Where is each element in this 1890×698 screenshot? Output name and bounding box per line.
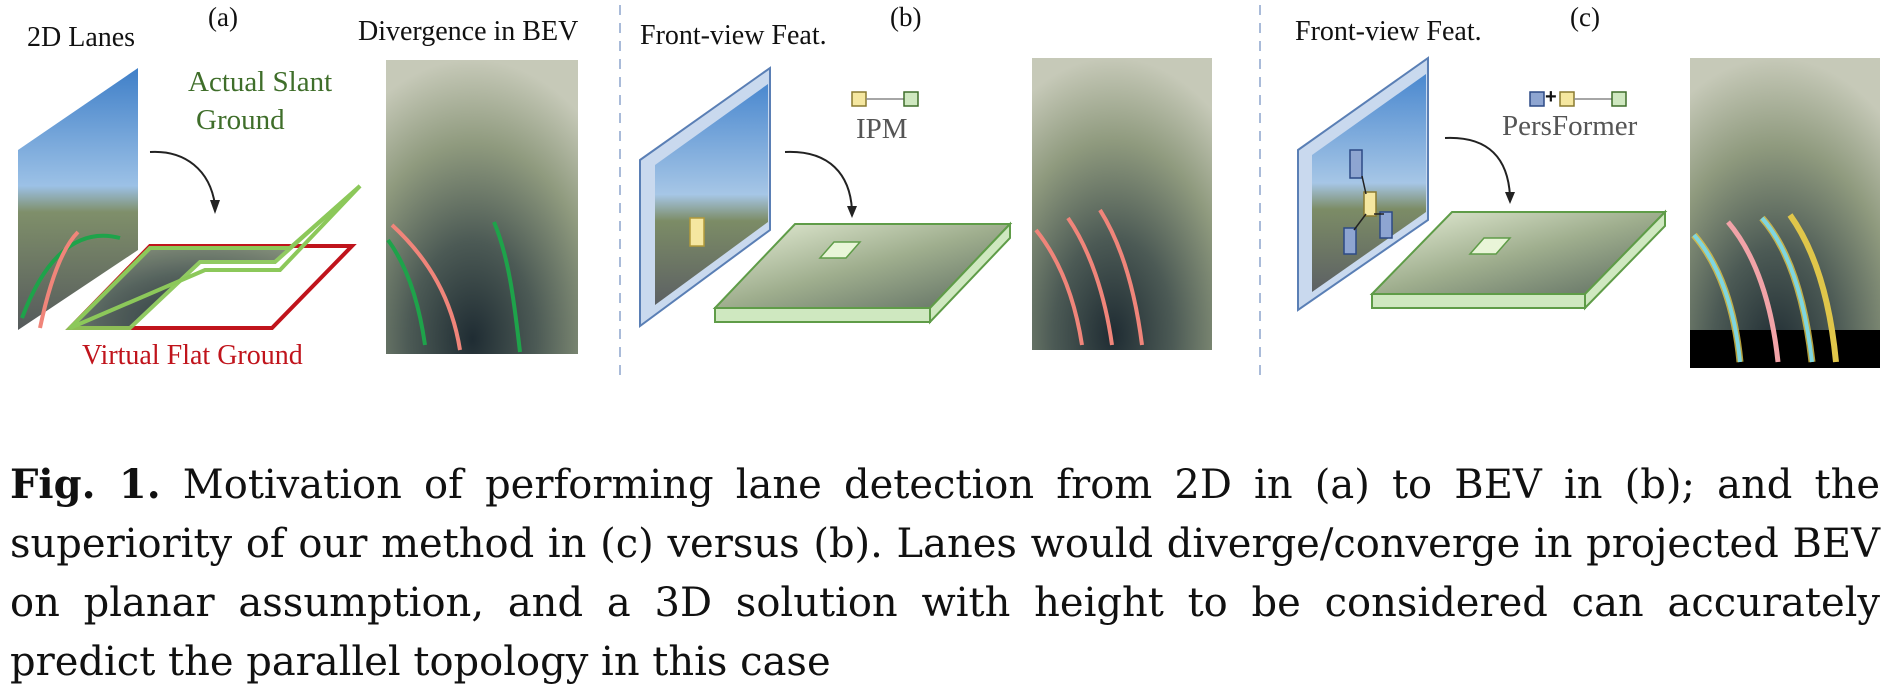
figure-graphics bbox=[18, 5, 1880, 375]
projection-arrow-a bbox=[149, 150, 216, 206]
panel-a bbox=[18, 60, 578, 354]
label-divergence-bev: Divergence in BEV bbox=[358, 16, 579, 47]
panel-b bbox=[639, 58, 1212, 350]
panel-c-letter: (c) bbox=[1570, 2, 1600, 32]
figure-caption: Fig. 1. Motivation of performing lane de… bbox=[10, 455, 1880, 692]
projection-arrow-b bbox=[784, 150, 853, 211]
bev-cell-c bbox=[1468, 237, 1512, 255]
label-persformer: PersFormer bbox=[1502, 110, 1638, 142]
feat-cell-blue-3 bbox=[1379, 211, 1393, 239]
figure: (a) 2D Lanes Actual Slant Ground Virtual… bbox=[18, 2, 1880, 375]
panel-b-letter: (b) bbox=[890, 2, 922, 32]
feat-cell-yellow-c bbox=[1363, 191, 1377, 217]
lane-pink-a bbox=[38, 230, 80, 329]
lane-green-a bbox=[20, 233, 121, 319]
feat-cell-blue-1 bbox=[1349, 149, 1363, 179]
bev-cell-b bbox=[818, 241, 862, 259]
panel-a-letter: (a) bbox=[208, 2, 238, 32]
ipm-yellow-cell bbox=[851, 91, 867, 107]
label-2d-lanes: 2D Lanes bbox=[27, 22, 136, 53]
persformer-green-cell bbox=[1611, 91, 1627, 107]
label-virtual-flat: Virtual Flat Ground bbox=[82, 340, 303, 371]
bev-lane-green-2 bbox=[492, 221, 522, 353]
label-front-view-c: Front-view Feat. bbox=[1295, 16, 1482, 47]
divergence-bev-image bbox=[386, 60, 578, 354]
caption-label: Fig. 1. bbox=[10, 461, 161, 508]
ipm-bev-result bbox=[1032, 58, 1212, 350]
feat-cell-yellow-b bbox=[689, 217, 705, 247]
caption-text: Motivation of performing lane detection … bbox=[10, 462, 1880, 685]
label-front-view-b: Front-view Feat. bbox=[640, 20, 827, 51]
persformer-yellow-cell bbox=[1559, 91, 1575, 107]
ipm-green-cell bbox=[903, 91, 919, 107]
bev-lane-green-1 bbox=[386, 238, 427, 346]
panel-c bbox=[1297, 56, 1880, 368]
persformer-blue-cell bbox=[1529, 91, 1545, 107]
label-plus: + bbox=[1545, 86, 1557, 108]
bev-lane-pink bbox=[390, 223, 462, 351]
label-ipm: IPM bbox=[856, 113, 908, 145]
feat-cell-blue-2 bbox=[1343, 227, 1357, 255]
label-actual-slant-1: Actual Slant bbox=[188, 66, 333, 98]
projection-arrow-c bbox=[1444, 136, 1511, 197]
persformer-bev-result bbox=[1690, 58, 1880, 368]
label-actual-slant-2: Ground bbox=[196, 104, 285, 136]
